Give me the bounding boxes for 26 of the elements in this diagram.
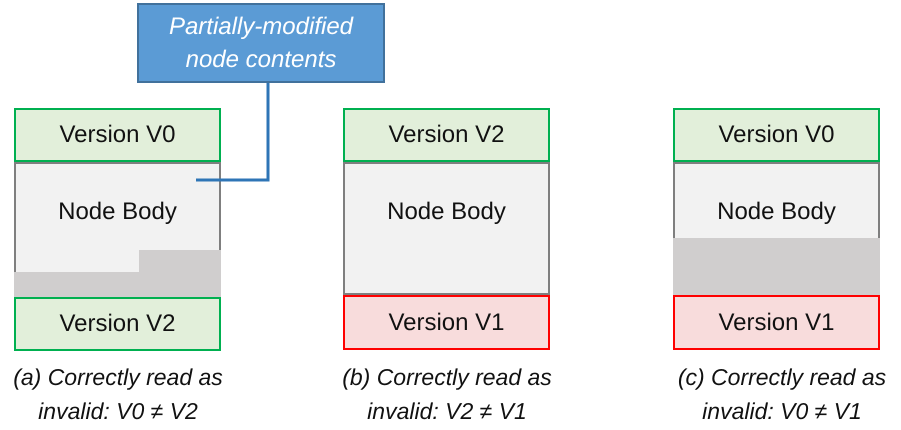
leader-line: [196, 83, 270, 182]
node-label: Version V2: [388, 121, 505, 149]
node-label: Node Body: [387, 198, 506, 226]
caption: (b) Correctly read as invalid: V2 ≠ V1: [341, 363, 553, 426]
caption: (a) Correctly read as invalid: V0 ≠ V2: [12, 363, 224, 426]
node-body: [673, 162, 880, 295]
callout-text: Partially-modified node contents: [168, 12, 354, 75]
version-header: [673, 108, 880, 162]
node-label: Version V1: [388, 308, 505, 336]
node-label: Node Body: [717, 198, 836, 226]
node-body: [343, 162, 550, 295]
version-footer: [673, 295, 880, 350]
callout-box: [137, 3, 385, 83]
overwritten-region: [14, 250, 221, 297]
version-footer: [14, 297, 221, 351]
version-header: [343, 108, 550, 162]
node-label: Version V0: [718, 121, 835, 149]
node-label: Version V2: [59, 310, 176, 338]
version-footer: [343, 295, 550, 350]
node-label: Version V1: [718, 308, 835, 336]
node-label: Node Body: [58, 198, 177, 226]
caption: (c) Correctly read as invalid: V0 ≠ V1: [676, 363, 888, 426]
overwritten-region: [673, 238, 880, 295]
node-body: [14, 162, 221, 297]
node-label: Version V0: [59, 121, 176, 149]
version-header: [14, 108, 221, 162]
